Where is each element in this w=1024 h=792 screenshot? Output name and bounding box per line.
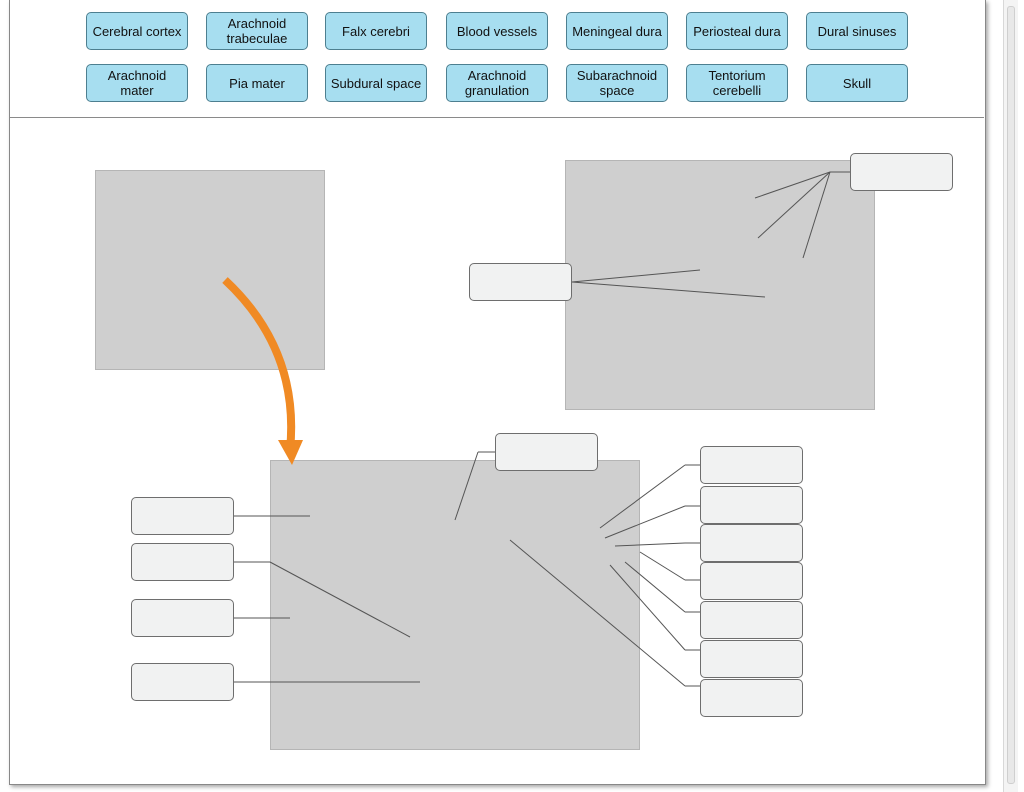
- label-meningeal-dura[interactable]: Meningeal dura: [566, 12, 668, 50]
- arrow-icon: [222, 277, 296, 451]
- label-blood-vessels[interactable]: Blood vessels: [446, 12, 548, 50]
- meninges-block-image: [270, 460, 640, 750]
- label-periosteal-dura[interactable]: Periosteal dura: [686, 12, 788, 50]
- drop-target-11[interactable]: [700, 562, 803, 600]
- label-tentorium-cerebelli[interactable]: Tentorium cerebelli: [686, 64, 788, 102]
- drop-target-1[interactable]: [850, 153, 953, 191]
- label-subdural-space[interactable]: Subdural space: [325, 64, 427, 102]
- label-arachnoid-mater[interactable]: Arachnoid mater: [86, 64, 188, 102]
- scrollbar-thumb[interactable]: [1007, 6, 1015, 784]
- section-divider: [10, 117, 984, 118]
- label-dural-sinuses[interactable]: Dural sinuses: [806, 12, 908, 50]
- drop-target-7[interactable]: [131, 663, 234, 701]
- head-section-image: [95, 170, 325, 370]
- drop-target-2[interactable]: [469, 263, 572, 301]
- drop-target-6[interactable]: [131, 599, 234, 637]
- drop-target-4[interactable]: [131, 497, 234, 535]
- arrow-head-icon: [278, 440, 303, 465]
- drop-target-8[interactable]: [700, 446, 803, 484]
- drop-target-13[interactable]: [700, 640, 803, 678]
- drop-target-14[interactable]: [700, 679, 803, 717]
- label-arachnoid-granulation[interactable]: Arachnoid granulation: [446, 64, 548, 102]
- drop-target-10[interactable]: [700, 524, 803, 562]
- drop-target-12[interactable]: [700, 601, 803, 639]
- label-arachnoid-trabeculae[interactable]: Arachnoid trabeculae: [206, 12, 308, 50]
- label-falx-cerebri[interactable]: Falx cerebri: [325, 12, 427, 50]
- drop-target-9[interactable]: [700, 486, 803, 524]
- drop-target-5[interactable]: [131, 543, 234, 581]
- label-pia-mater[interactable]: Pia mater: [206, 64, 308, 102]
- label-subarachnoid-space[interactable]: Subarachnoid space: [566, 64, 668, 102]
- label-cerebral-cortex[interactable]: Cerebral cortex: [86, 12, 188, 50]
- label-skull[interactable]: Skull: [806, 64, 908, 102]
- drop-target-3[interactable]: [495, 433, 598, 471]
